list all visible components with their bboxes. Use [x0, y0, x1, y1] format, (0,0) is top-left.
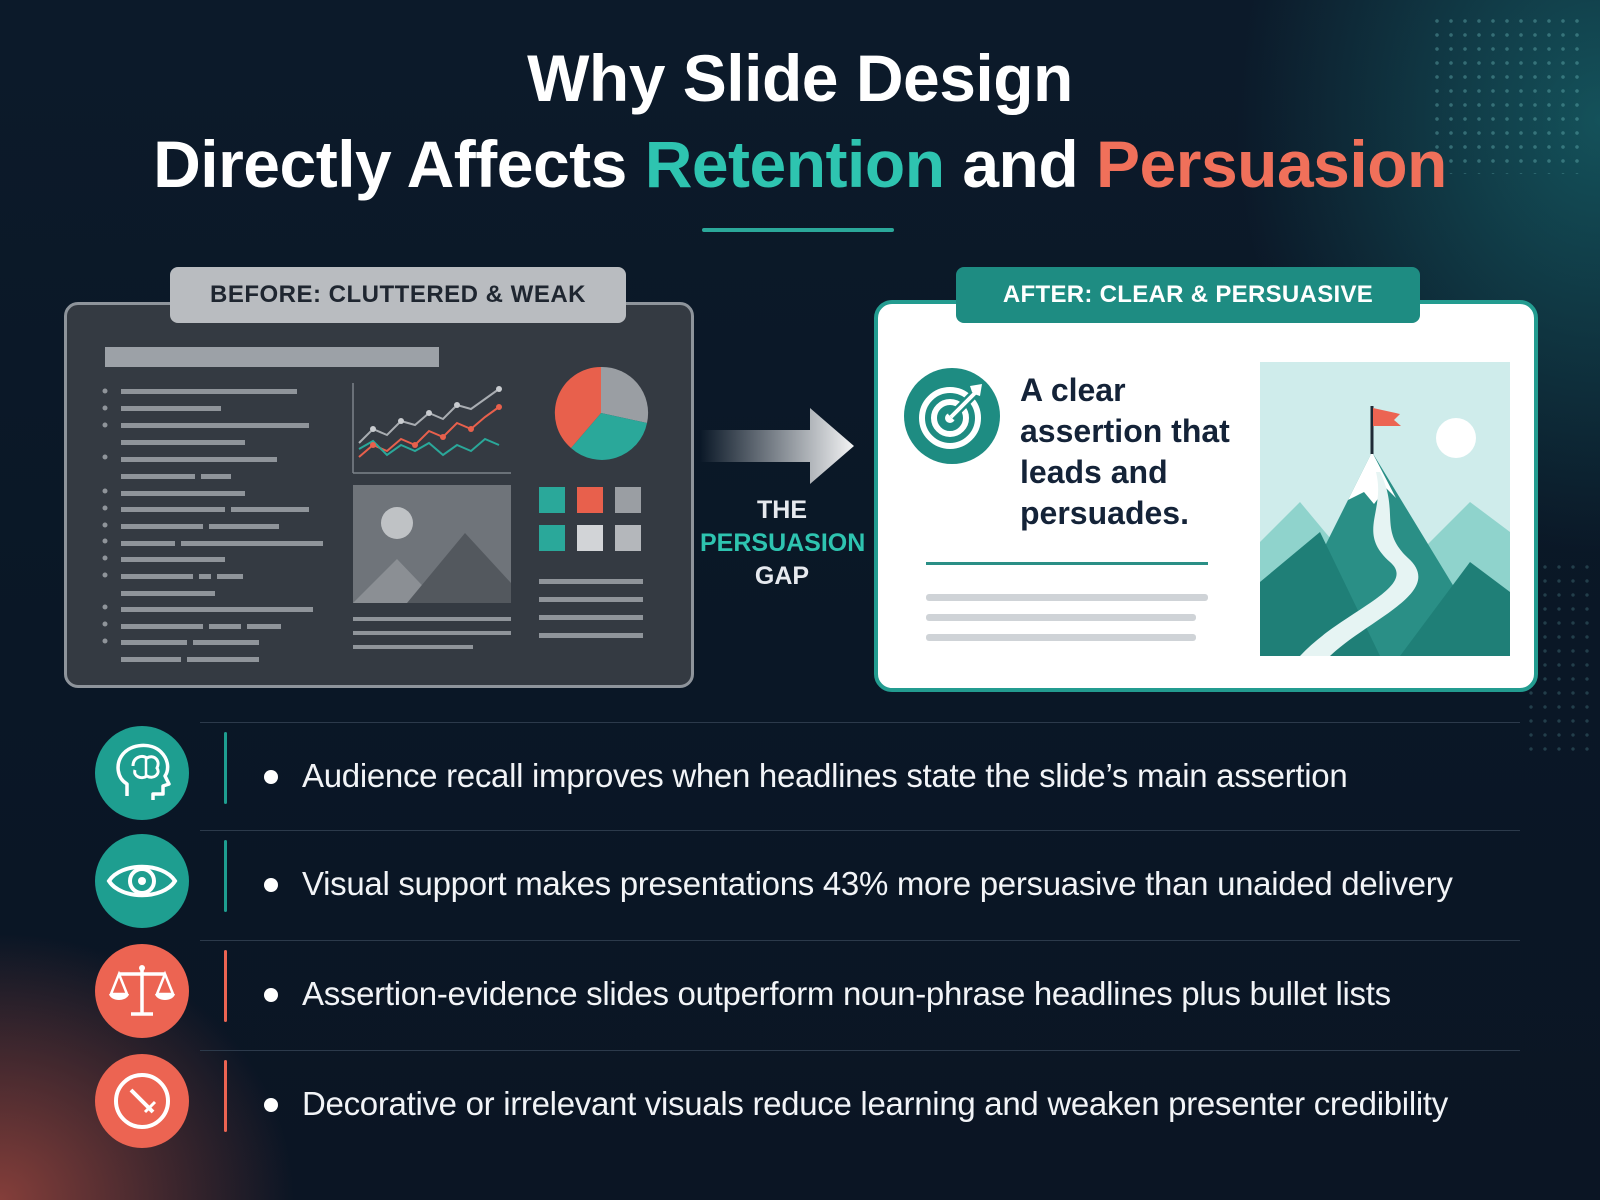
color-grid-icon: [539, 487, 643, 638]
accent-bar: [224, 840, 227, 912]
list-item: Visual support makes presentations 43% m…: [0, 832, 1600, 942]
bullet-text: Audience recall improves when headlines …: [302, 757, 1348, 794]
mountain-flag-icon: [1260, 362, 1510, 656]
brain-head-icon: [95, 726, 189, 820]
assertion-underline: [926, 562, 1208, 565]
eye-icon: [95, 834, 189, 928]
row-divider: [200, 1050, 1520, 1051]
title-line-2: Directly Affects Retention and Persuasio…: [0, 120, 1600, 208]
bullet-text: Visual support makes presentations 43% m…: [302, 865, 1453, 902]
gap-line-2: PERSUASION: [700, 529, 866, 557]
title-retention: Retention: [644, 127, 945, 201]
accent-bar: [224, 732, 227, 804]
after-label: AFTER: CLEAR & PERSUASIVE: [956, 267, 1420, 323]
pie-chart-icon: [554, 366, 649, 460]
accent-bar: [224, 950, 227, 1022]
arrow-right-icon: [700, 408, 854, 484]
row-divider: [200, 830, 1520, 831]
assertion-text: A clear assertion that leads and persuad…: [1020, 372, 1230, 531]
title-underline: [702, 228, 894, 232]
balance-scale-icon: [95, 944, 189, 1038]
text-line: [926, 634, 1196, 641]
bullet-dot: [264, 988, 278, 1002]
title-prefix: Directly Affects: [153, 127, 645, 201]
line-chart-icon: [352, 383, 511, 474]
row-divider: [200, 722, 1520, 723]
gap-line-3: GAP: [754, 562, 810, 590]
bullet-text: Assertion-evidence slides outperform nou…: [302, 975, 1391, 1012]
title-persuasion: Persuasion: [1096, 127, 1447, 201]
row-divider: [200, 940, 1520, 941]
list-item: Decorative or irrelevant visuals reduce …: [0, 1052, 1600, 1162]
before-slide-card: [64, 302, 694, 688]
bullet-text-lines: [102, 388, 323, 662]
bullet-text: Decorative or irrelevant visuals reduce …: [302, 1085, 1448, 1122]
text-line: [926, 614, 1196, 621]
cluttered-slide-illustration: [102, 347, 649, 662]
bullet-dot: [264, 770, 278, 784]
after-slide-card: A clear assertion that leads and persuad…: [874, 300, 1538, 692]
no-symbol-icon: [95, 1054, 189, 1148]
list-item: Assertion-evidence slides outperform nou…: [0, 942, 1600, 1052]
bullet-dot: [264, 878, 278, 892]
list-item: Audience recall improves when headlines …: [0, 722, 1600, 832]
decorative-dots: [1430, 14, 1580, 174]
accent-bar: [224, 1060, 227, 1132]
persuasion-gap-label: THE PERSUASION GAP: [700, 494, 866, 593]
target-icon: [904, 368, 1000, 464]
before-label: BEFORE: CLUTTERED & WEAK: [170, 267, 626, 323]
image-placeholder-icon: [353, 485, 511, 649]
title-and: and: [944, 127, 1097, 201]
text-line: [926, 594, 1208, 601]
title-line-1: Why Slide Design: [527, 41, 1073, 115]
bullet-dot: [264, 1098, 278, 1112]
slide-header-bar: [105, 347, 439, 367]
gap-line-1: THE: [757, 496, 807, 524]
page-title: Why Slide Design Directly Affects Retent…: [0, 36, 1600, 208]
